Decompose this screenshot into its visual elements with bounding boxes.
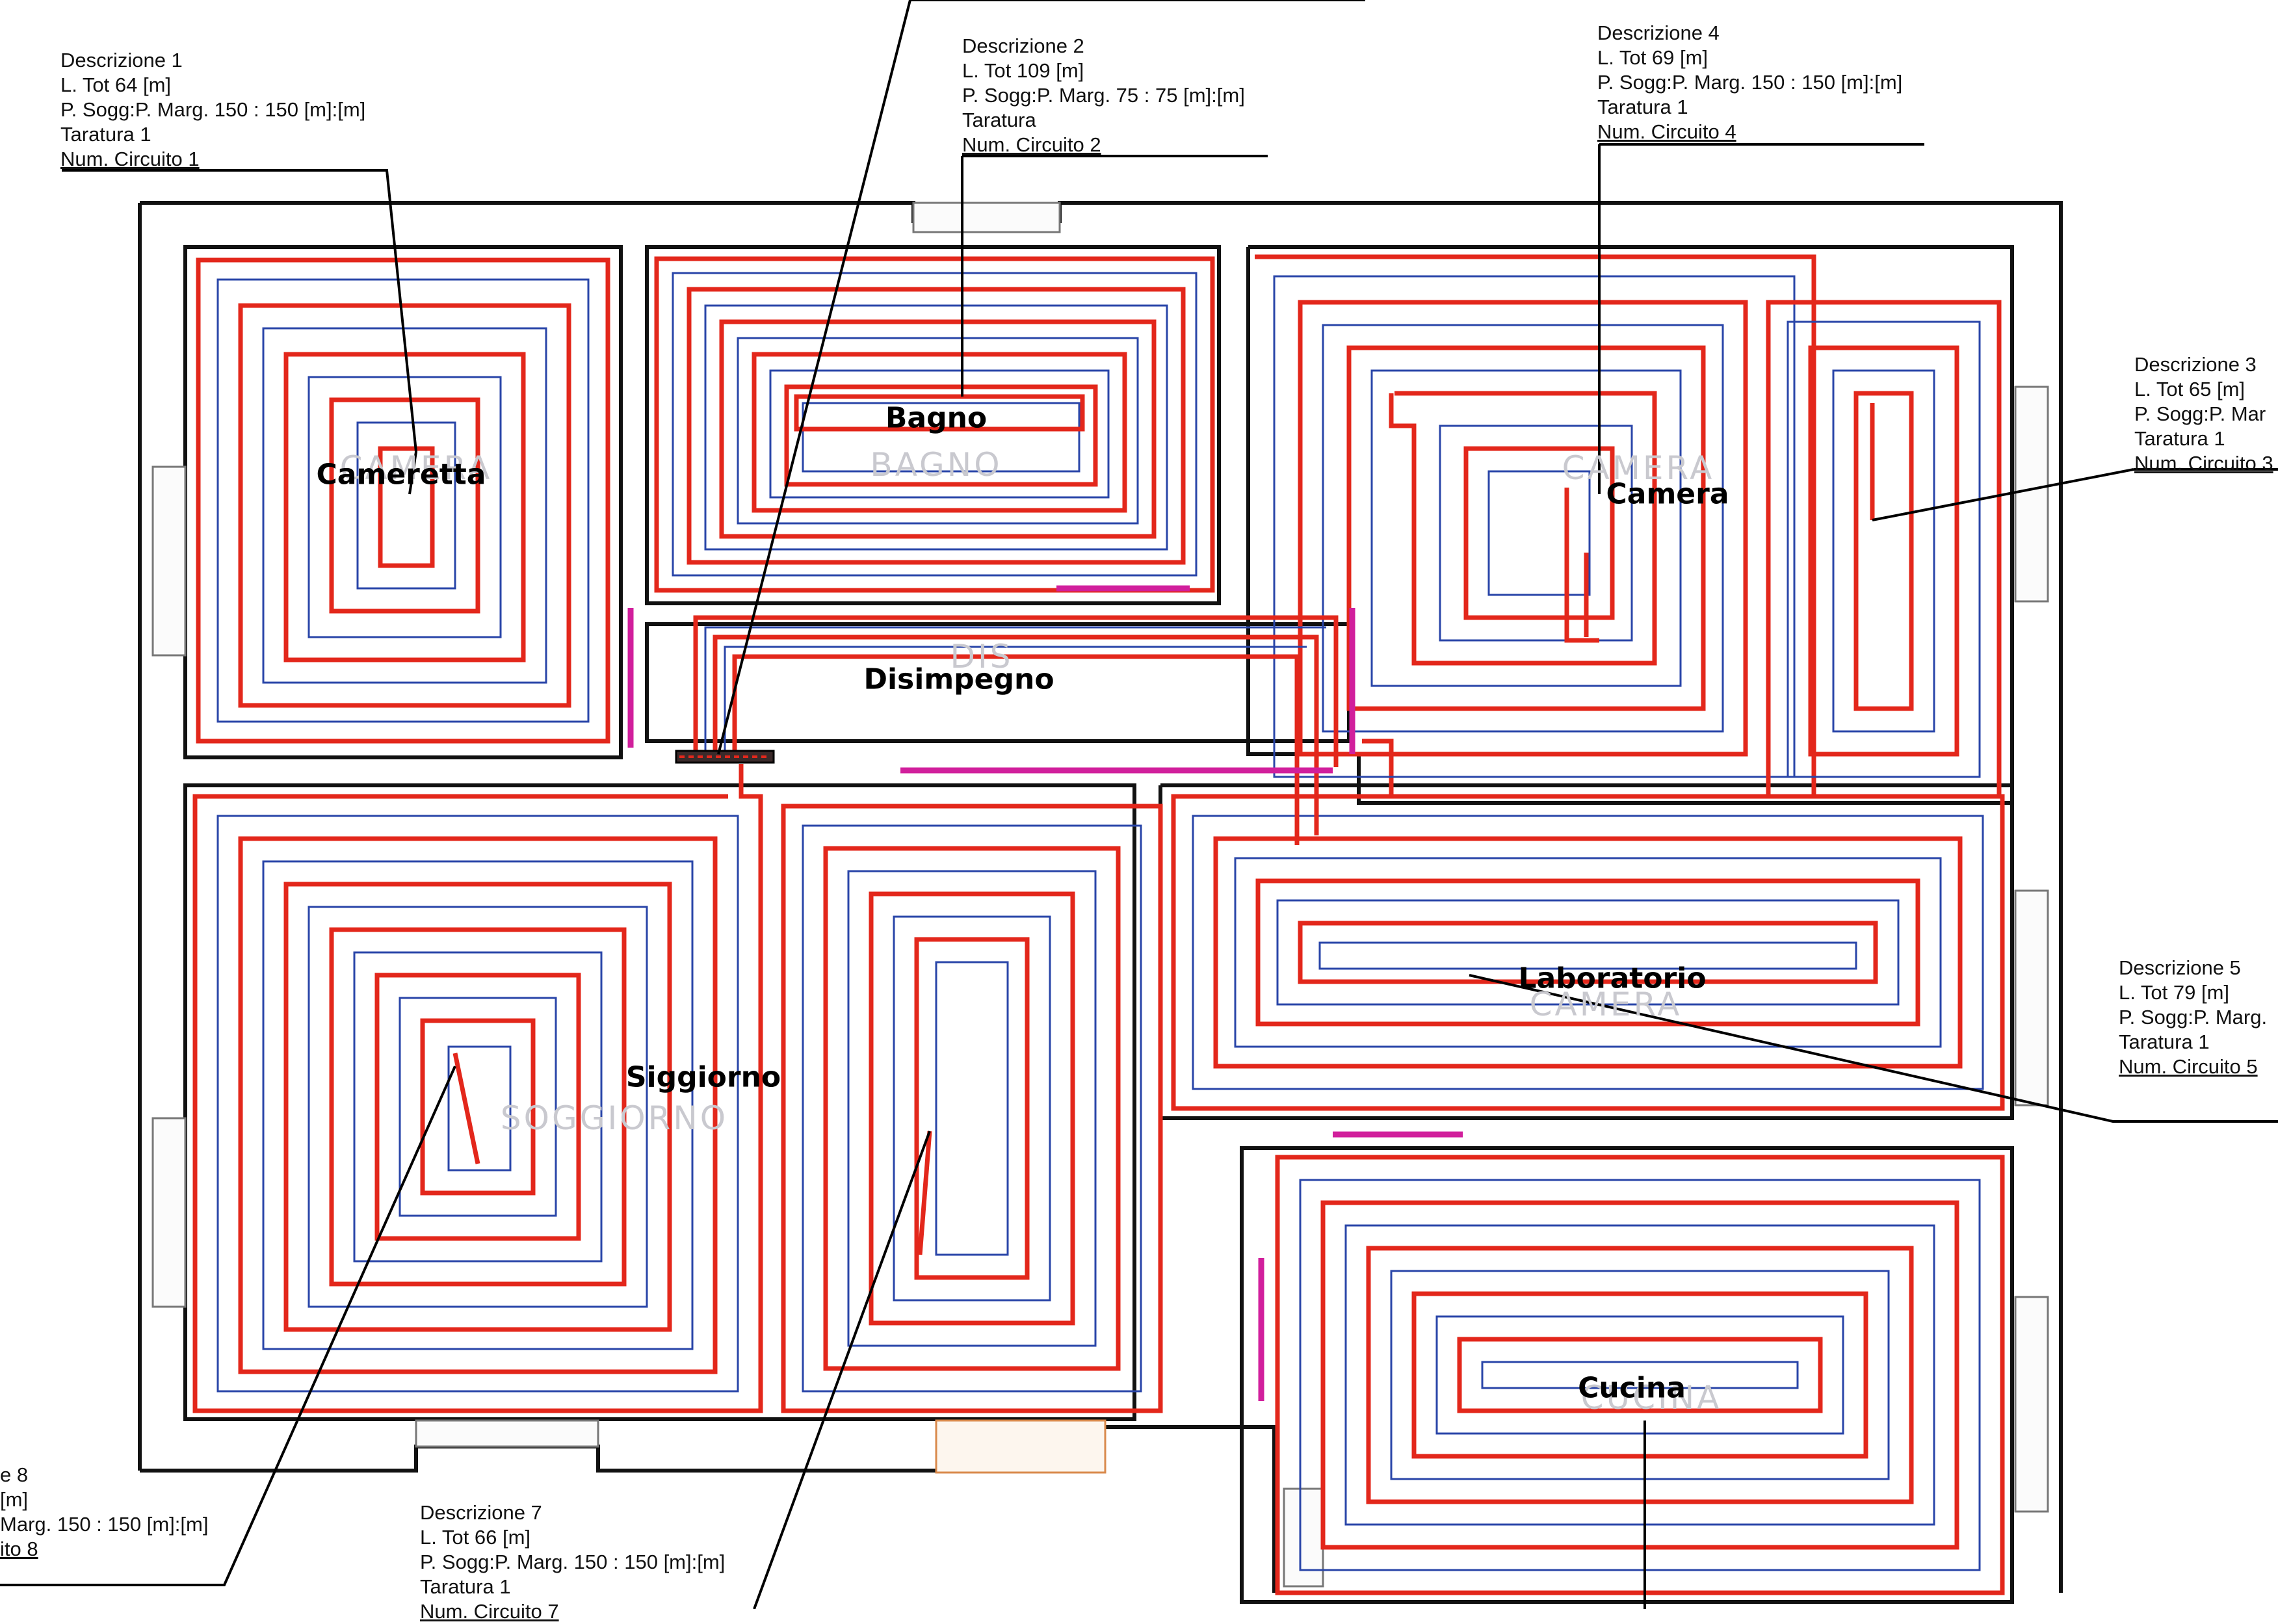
window bbox=[2014, 386, 2049, 603]
circuit-length: L. Tot 109 [m] bbox=[962, 59, 1084, 82]
room-label-siggiorno: Siggiorno bbox=[625, 1060, 781, 1094]
circuit-spacing: P. Sogg:P. Marg. 150 : 150 [m]:[m] bbox=[60, 98, 366, 121]
circuit-length: L. Tot 69 [m] bbox=[1597, 46, 1708, 69]
window bbox=[415, 1419, 599, 1448]
circuit-length: L. Tot 64 [m] bbox=[60, 73, 172, 96]
circuit-description-1: Descrizione 1 L. Tot 64 [m] P. Sogg:P. M… bbox=[60, 48, 365, 172]
room-label-cameretta: Cameretta bbox=[316, 458, 486, 491]
circuit-number: Num. Circuito 3 bbox=[2134, 452, 2273, 475]
ghost-label: BAGNO bbox=[870, 446, 1002, 484]
room-label-cucina: Cucina bbox=[1578, 1371, 1686, 1405]
circuit-number: Num. Circuito 2 bbox=[962, 133, 1101, 156]
circuit-spacing: P. Sogg:P. Marg. 150 : 150 [m]:[m] bbox=[1597, 71, 1903, 94]
disimpegno-pipes bbox=[693, 615, 1339, 845]
ghost-label: CAMERA bbox=[1562, 449, 1715, 487]
circuit-calibration: Taratura 1 bbox=[2134, 427, 2225, 450]
circuit-7 bbox=[781, 804, 1163, 1413]
ghost-label: CUCINA bbox=[1580, 1379, 1722, 1417]
circuit-calibration: Taratura 1 bbox=[1597, 96, 1688, 118]
circuit-title: Descrizione 5 bbox=[2119, 956, 2241, 979]
circuit-length: L. Tot 66 [m] bbox=[420, 1526, 531, 1549]
window bbox=[151, 1117, 187, 1308]
circuit-title: Descrizione 4 bbox=[1597, 21, 1720, 44]
circuit-spacing: P. Sogg:P. Mar bbox=[2134, 402, 2266, 425]
cucina-circuit bbox=[1275, 1155, 2005, 1595]
window bbox=[151, 465, 187, 657]
room-label-laboratorio: Laboratorio bbox=[1518, 962, 1707, 995]
circuit-number: Num. Circuito 4 bbox=[1597, 120, 1736, 143]
cameretta-circuit bbox=[196, 257, 610, 744]
collector-links bbox=[627, 585, 1463, 1401]
circuit-number: Num. Circuito 7 bbox=[420, 1600, 559, 1623]
circuit-title: Descrizione 2 bbox=[962, 34, 1084, 57]
laboratorio-circuit bbox=[1171, 794, 2005, 1111]
circuit-description-2: Descrizione 2 L. Tot 109 [m] P. Sogg:P. … bbox=[962, 34, 1245, 157]
bagno-circuit bbox=[654, 256, 1215, 593]
circuit-title: e 8 bbox=[0, 1463, 29, 1486]
camera-circuit-4 bbox=[1255, 254, 1816, 799]
circuit-description-4: Descrizione 4 L. Tot 69 [m] P. Sogg:P. M… bbox=[1597, 21, 1902, 144]
window bbox=[1283, 1487, 1324, 1588]
siggiorno-circuit bbox=[192, 764, 763, 1413]
ghost-label: SOGGIORNO bbox=[500, 1099, 729, 1137]
door-opening bbox=[935, 1419, 1106, 1474]
circuit-spacing: P. Sogg:P. Marg. bbox=[2119, 1006, 2268, 1028]
room-label-disimpegno: Disimpegno bbox=[863, 662, 1054, 696]
window bbox=[912, 202, 1061, 233]
circuit-number: ito 8 bbox=[0, 1538, 38, 1560]
circuit-calibration: Taratura 1 bbox=[2119, 1030, 2210, 1053]
circuit-description-3: Descrizione 3 L. Tot 65 [m] P. Sogg:P. M… bbox=[2134, 352, 2273, 476]
circuit-title: Descrizione 3 bbox=[2134, 353, 2257, 376]
circuit-length: L. Tot 65 [m] bbox=[2134, 378, 2245, 400]
circuit-length: [m] bbox=[0, 1488, 29, 1511]
circuit-title: Descrizione 1 bbox=[60, 49, 183, 72]
circuit-description-7: Descrizione 7 L. Tot 66 [m] P. Sogg:P. M… bbox=[420, 1500, 725, 1624]
circuit-number: Num. Circuito 5 bbox=[2119, 1055, 2258, 1078]
ghost-label: DIS bbox=[950, 638, 1014, 675]
ghost-label: CAMERA bbox=[339, 449, 493, 487]
circuit-title: Descrizione 7 bbox=[420, 1501, 542, 1524]
circuit-calibration: Taratura bbox=[962, 109, 1036, 131]
circuit-calibration: Taratura 1 bbox=[60, 123, 151, 146]
ghost-label: CAMERA bbox=[1529, 986, 1682, 1023]
manifold bbox=[675, 750, 775, 764]
circuit-spacing: P. Sogg:P. Marg. 75 : 75 [m]:[m] bbox=[962, 84, 1245, 107]
circuit-description-5: Descrizione 5 L. Tot 79 [m] P. Sogg:P. M… bbox=[2119, 956, 2267, 1079]
camera-circuit-3 bbox=[1766, 300, 2002, 799]
circuit-length: L. Tot 79 [m] bbox=[2119, 981, 2230, 1004]
circuit-description-8: e 8 [m] Marg. 150 : 150 [m]:[m] ito 8 bbox=[0, 1463, 208, 1562]
circuit-spacing: Marg. 150 : 150 [m]:[m] bbox=[0, 1513, 209, 1536]
room-label-camera: Camera bbox=[1606, 477, 1729, 511]
room-label-bagno: Bagno bbox=[885, 401, 988, 435]
circuit-number: Num. Circuito 1 bbox=[60, 148, 200, 170]
circuit-spacing: P. Sogg:P. Marg. 150 : 150 [m]:[m] bbox=[420, 1551, 726, 1573]
window bbox=[2014, 1296, 2049, 1513]
window bbox=[2014, 889, 2049, 1107]
circuit-calibration: Taratura 1 bbox=[420, 1575, 511, 1598]
windows bbox=[151, 202, 2049, 1588]
